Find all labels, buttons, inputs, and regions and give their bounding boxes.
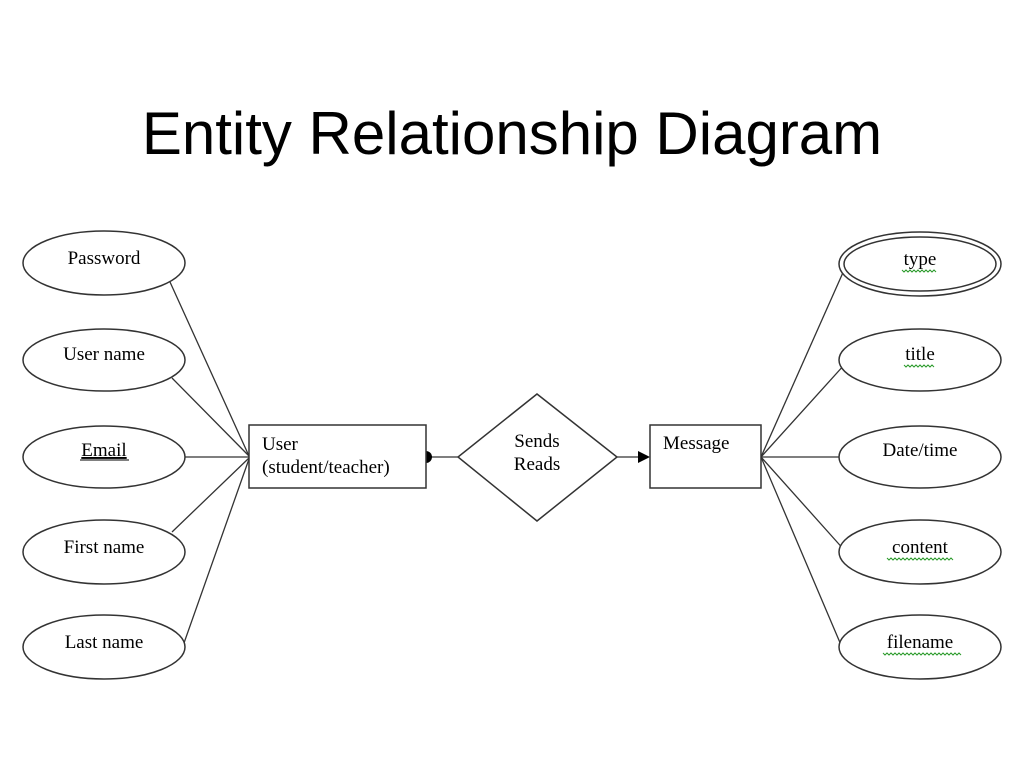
attribute-type-label: type xyxy=(904,249,937,270)
relationship-label-line1: Sends xyxy=(514,431,559,452)
connector-firstname-user xyxy=(171,457,250,533)
attribute-content: content xyxy=(838,519,1002,585)
attribute-lastname: Last name xyxy=(22,614,186,680)
attribute-type: type xyxy=(838,231,1002,297)
connector-password-user xyxy=(169,281,250,457)
attribute-filename: filename xyxy=(838,614,1002,680)
slide-title: Entity Relationship Diagram xyxy=(141,100,883,167)
connector-username-user xyxy=(171,377,250,457)
connector-message-title xyxy=(760,363,846,458)
connector-lastname-user xyxy=(183,458,250,644)
entity-message-label: Message xyxy=(663,433,729,454)
attribute-firstname: First name xyxy=(22,519,186,585)
attribute-password-label: Password xyxy=(68,248,141,269)
attribute-username: User name xyxy=(22,328,186,392)
attribute-lastname-label: Last name xyxy=(65,632,144,653)
attribute-content-label: content xyxy=(892,537,949,558)
spellcheck-squiggle xyxy=(903,364,935,368)
attribute-password: Password xyxy=(22,230,186,296)
attribute-filename-label: filename xyxy=(887,632,953,653)
attribute-email: Email xyxy=(22,425,186,489)
connector-message-content xyxy=(760,456,847,553)
attribute-datetime: Date/time xyxy=(838,425,1002,489)
attribute-title: title xyxy=(838,328,1002,392)
spellcheck-squiggle xyxy=(901,269,937,273)
spellcheck-squiggle xyxy=(882,652,962,656)
relationship-sends-reads: Sends Reads xyxy=(456,393,619,522)
entity-user: User (student/teacher) xyxy=(248,424,427,489)
entity-message: Message xyxy=(649,424,762,489)
connector-message-type xyxy=(760,267,846,458)
arrowhead xyxy=(638,451,650,463)
connector-message-filename xyxy=(760,456,842,646)
attribute-datetime-label: Date/time xyxy=(883,440,958,461)
attribute-username-label: User name xyxy=(63,344,145,365)
entity-user-label-line2: (student/teacher) xyxy=(262,457,390,478)
spellcheck-squiggle xyxy=(886,557,954,561)
attribute-firstname-label: First name xyxy=(64,537,145,558)
relationship-label-line2: Reads xyxy=(514,454,560,475)
attribute-title-label: title xyxy=(905,344,935,365)
attribute-email-label: Email xyxy=(81,440,126,461)
entity-user-label-line1: User xyxy=(262,434,299,455)
